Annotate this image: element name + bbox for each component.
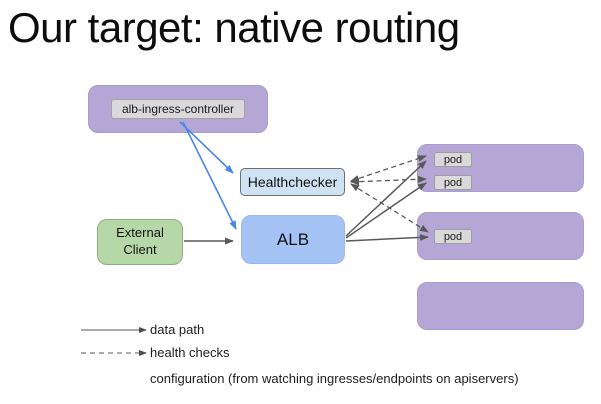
legend-data-path: data path <box>80 322 204 337</box>
pod-group-3-empty <box>417 282 584 330</box>
health-checks-line-sample <box>81 349 147 356</box>
data-path-line-sample <box>81 326 147 333</box>
pod-label-1: pod <box>434 152 472 167</box>
external-client-label: External Client <box>116 225 164 257</box>
legend-data-path-label: data path <box>150 322 205 337</box>
slide-title: Our target: native routing <box>8 4 460 51</box>
node-alb-ingress-controller: alb-ingress-controller <box>88 85 268 133</box>
configuration-arrows <box>179 121 237 230</box>
legend-health-checks: health checks <box>80 345 230 360</box>
healthchecker-label: Healthchecker <box>247 174 338 190</box>
pod-group-1: pod pod <box>417 144 584 192</box>
node-external-client: External Client <box>97 219 183 265</box>
legend-health-checks-label: health checks <box>150 345 230 360</box>
node-alb: ALB <box>241 215 345 264</box>
pod-group-2: pod <box>417 212 584 260</box>
alb-ingress-controller-label: alb-ingress-controller <box>110 99 246 119</box>
alb-label: ALB <box>276 229 310 249</box>
node-healthchecker: Healthchecker <box>240 168 345 196</box>
pod-label-3: pod <box>434 229 472 244</box>
pod-label-2: pod <box>434 175 472 190</box>
legend-configuration-label: configuration (from watching ingresses/e… <box>150 371 519 386</box>
